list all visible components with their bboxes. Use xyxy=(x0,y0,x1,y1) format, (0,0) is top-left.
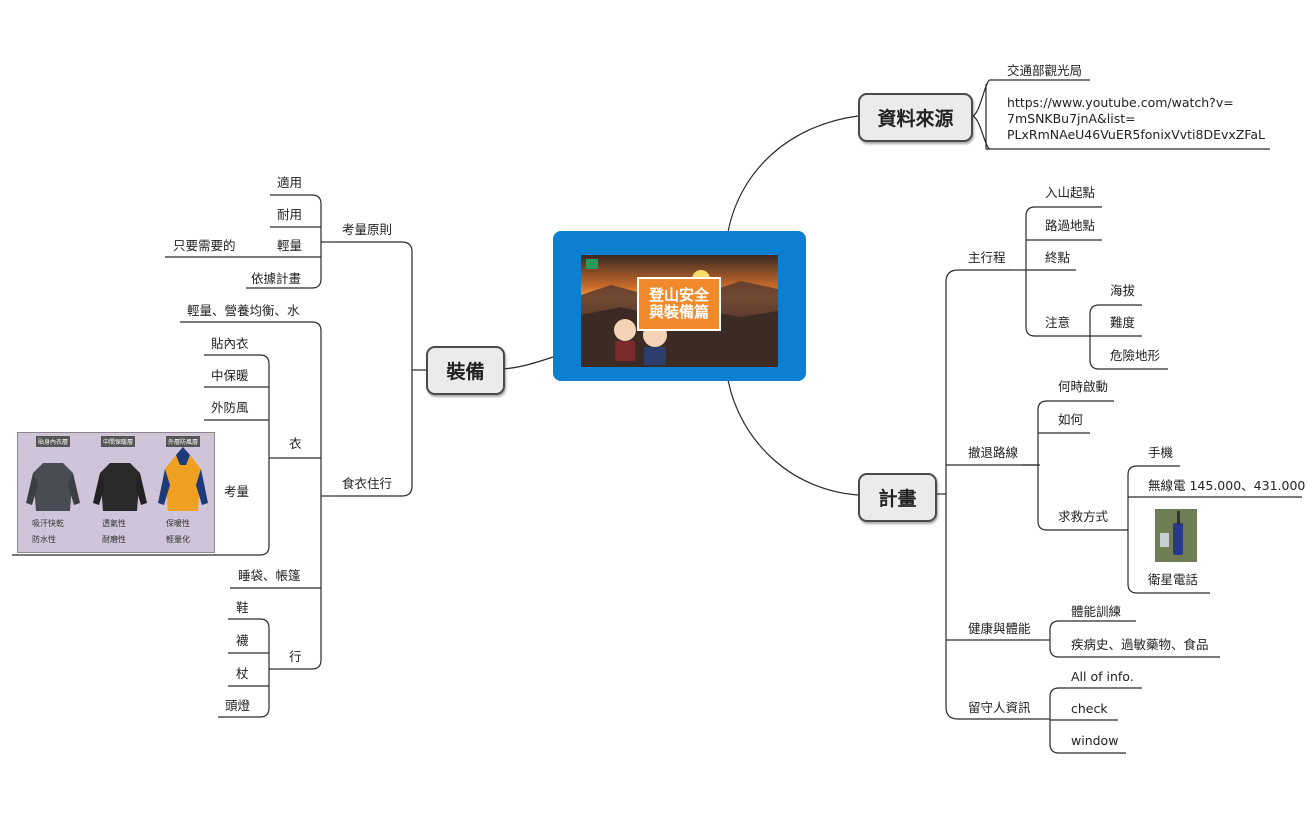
topic-equipment[interactable]: 裝備 xyxy=(426,346,505,395)
banner-title-line1: 登山安全 xyxy=(648,286,709,304)
retreat-item-when[interactable]: 何時啟動 xyxy=(1058,379,1109,394)
rescue-item-radio[interactable]: 無線電 145.000、431.000 xyxy=(1148,478,1306,493)
plan-retreat[interactable]: 撤退路線 xyxy=(968,445,1019,460)
clothes-header-base: 貼身內衣層 xyxy=(36,436,71,447)
clothes-feature-quickdry: 吸汗快乾 xyxy=(32,519,64,528)
travel-item-socks[interactable]: 襪 xyxy=(236,633,249,648)
topic-plan[interactable]: 計畫 xyxy=(858,473,937,522)
clothing-item-outer[interactable]: 外防風 xyxy=(211,400,249,415)
clothes-feature-lightweight: 輕量化 xyxy=(166,535,190,544)
note-item-danger-terrain[interactable]: 危險地形 xyxy=(1110,348,1161,363)
clothing-item-base[interactable]: 貼內衣 xyxy=(211,336,249,351)
clothing-layers-image: 貼身內衣層 中間保暖層 外層防風層 吸汗快乾 透氣性 保暖性 防水性 耐磨性 輕… xyxy=(17,432,215,553)
daily-lodging[interactable]: 睡袋、帳篷 xyxy=(238,568,301,583)
contact-item-info[interactable]: All of info. xyxy=(1071,669,1134,684)
travel-item-shoes[interactable]: 鞋 xyxy=(236,600,249,615)
clothes-feature-waterproof: 防水性 xyxy=(32,535,56,544)
itinerary-item-start[interactable]: 入山起點 xyxy=(1045,185,1096,200)
principle-item-durable[interactable]: 耐用 xyxy=(277,207,303,222)
topic-data-source[interactable]: 資料來源 xyxy=(858,93,973,142)
banner-title-line2: 與裝備篇 xyxy=(648,303,709,321)
plan-contact[interactable]: 留守人資訊 xyxy=(968,700,1031,715)
equipment-daily[interactable]: 食衣住行 xyxy=(342,476,393,491)
principle-item-suitable[interactable]: 適用 xyxy=(277,175,303,190)
health-item-medical[interactable]: 疾病史、過敏藥物、食品 xyxy=(1071,637,1209,652)
principle-item-plan[interactable]: 依據計畫 xyxy=(251,271,302,286)
daily-travel[interactable]: 行 xyxy=(289,649,302,664)
clothes-feature-warmth: 保暖性 xyxy=(166,519,190,528)
travel-item-pole[interactable]: 杖 xyxy=(236,666,249,681)
source-url[interactable]: https://www.youtube.com/watch?v= 7mSNKBu… xyxy=(1007,95,1265,143)
clothing-item-mid[interactable]: 中保暖 xyxy=(211,368,249,383)
clothes-feature-breathable: 透氣性 xyxy=(102,519,126,528)
daily-clothing[interactable]: 衣 xyxy=(289,436,302,451)
itinerary-item-via[interactable]: 路過地點 xyxy=(1045,218,1096,233)
plan-itinerary[interactable]: 主行程 xyxy=(968,250,1006,265)
satellite-phone-image xyxy=(1155,509,1197,562)
satellite-phone-icon xyxy=(1155,509,1197,562)
source-url-line3: PLxRmNAeU46VuER5fonixVvti8DEvxZFaL xyxy=(1007,127,1266,142)
clothes-header-mid: 中間保暖層 xyxy=(101,436,136,447)
source-org[interactable]: 交通部觀光局 xyxy=(1007,63,1083,78)
health-item-training[interactable]: 體能訓練 xyxy=(1071,604,1122,619)
clothing-layers-illustration xyxy=(26,447,208,511)
note-item-altitude[interactable]: 海拔 xyxy=(1110,283,1136,298)
contact-item-check[interactable]: check xyxy=(1071,701,1108,716)
clothing-consider[interactable]: 考量 xyxy=(224,484,250,499)
central-topic[interactable]: 登山安全 與裝備篇 xyxy=(553,231,806,381)
principle-item-light[interactable]: 輕量 xyxy=(277,238,303,253)
banner-title-sign: 登山安全 與裝備篇 xyxy=(637,277,721,331)
note-item-difficulty[interactable]: 難度 xyxy=(1110,315,1136,330)
source-url-line2: 7mSNKBu7jnA&list= xyxy=(1007,111,1136,126)
source-url-line1: https://www.youtube.com/watch?v= xyxy=(1007,95,1234,110)
rescue-item-satphone[interactable]: 衛星電話 xyxy=(1148,572,1199,587)
principle-light-note[interactable]: 只要需要的 xyxy=(173,238,236,253)
retreat-item-how[interactable]: 如何 xyxy=(1058,412,1084,427)
clothes-header-outer: 外層防風層 xyxy=(166,436,201,447)
plan-health[interactable]: 健康與體能 xyxy=(968,621,1031,636)
topic-equipment-label: 裝備 xyxy=(446,361,485,383)
retreat-rescue[interactable]: 求救方式 xyxy=(1058,509,1109,524)
travel-item-headlamp[interactable]: 頭燈 xyxy=(225,698,251,713)
topic-data-source-label: 資料來源 xyxy=(877,108,954,130)
topic-plan-label: 計畫 xyxy=(878,488,917,510)
hiking-safety-banner-image: 登山安全 與裝備篇 xyxy=(581,255,778,367)
equipment-principles[interactable]: 考量原則 xyxy=(342,222,393,237)
itinerary-item-end[interactable]: 終點 xyxy=(1045,250,1071,265)
daily-food[interactable]: 輕量、營養均衡、水 xyxy=(187,303,300,318)
itinerary-note[interactable]: 注意 xyxy=(1045,315,1071,330)
clothes-feature-abrasion: 耐磨性 xyxy=(102,535,126,544)
contact-item-window[interactable]: window xyxy=(1071,733,1119,748)
rescue-item-phone[interactable]: 手機 xyxy=(1148,445,1174,460)
